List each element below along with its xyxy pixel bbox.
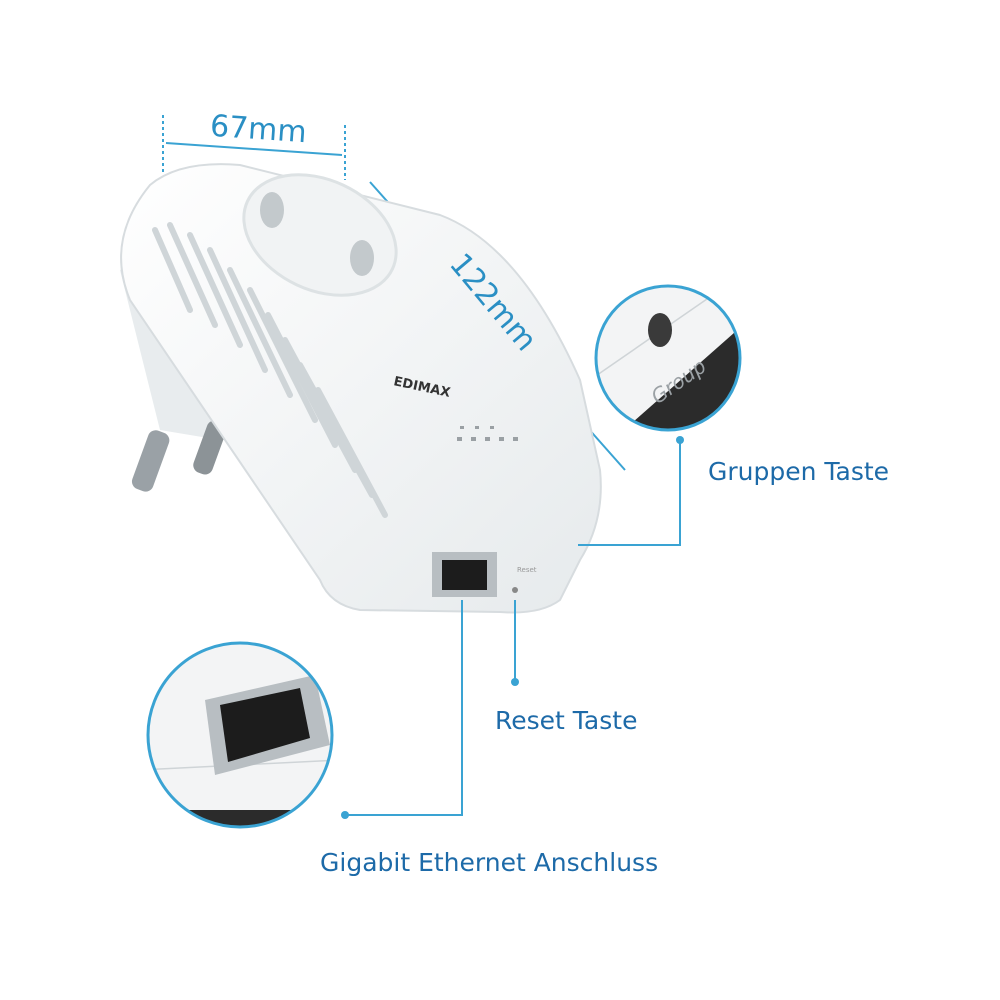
reset-button-label: Reset Taste [495, 706, 638, 735]
status-leds [457, 426, 518, 441]
group-button-magnifier: Group [594, 284, 742, 432]
width-dimension-line [162, 115, 346, 180]
vent-slots [152, 222, 388, 518]
reset-marking: Reset [517, 566, 537, 574]
width-dimension: 67mm [208, 108, 308, 151]
ethernet-port-magnifier [146, 641, 334, 829]
group-button-label: Gruppen Taste [708, 457, 890, 486]
reset-hole [512, 587, 518, 593]
device-body [120, 163, 602, 614]
ethernet-port-label: Gigabit Ethernet Anschluss [320, 848, 659, 877]
callout-dots [341, 436, 684, 819]
power-socket [242, 173, 398, 297]
callout-lines [345, 440, 681, 816]
ethernet-port [432, 552, 497, 597]
